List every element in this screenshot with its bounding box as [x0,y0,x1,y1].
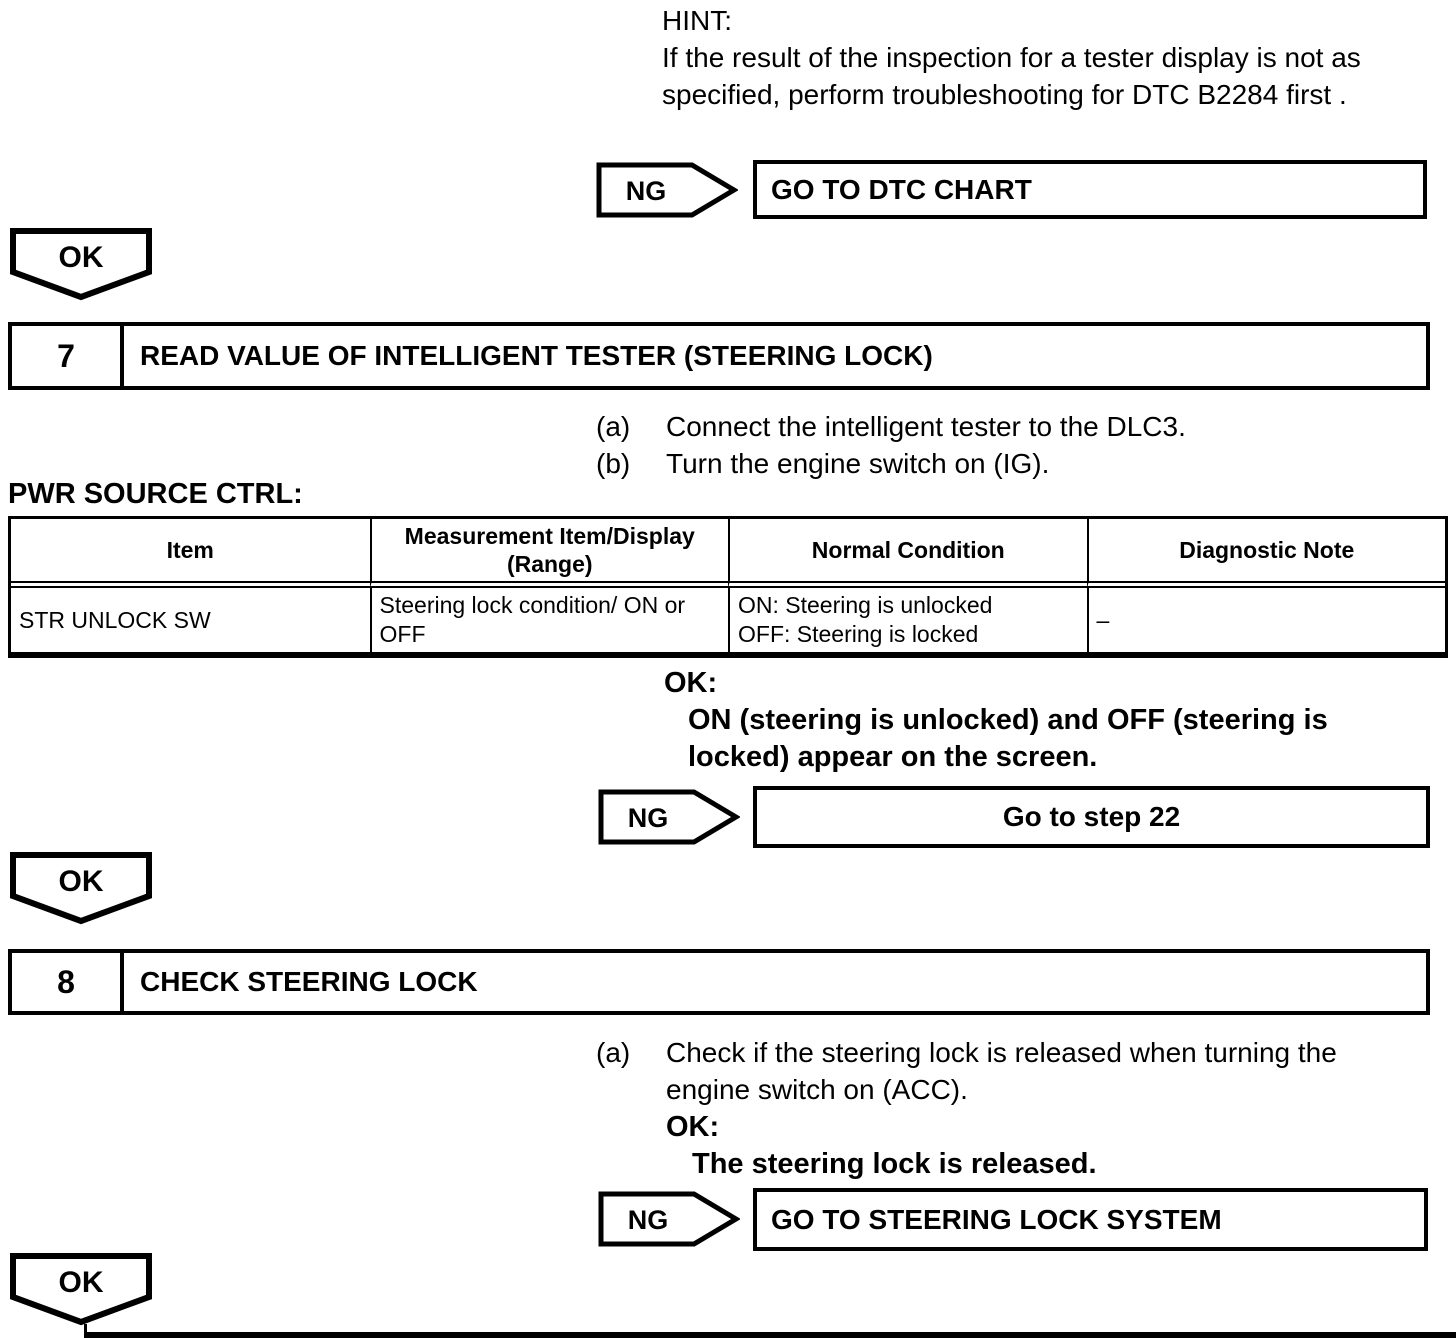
instruction-marker: (b) [596,448,631,479]
ok-pentagon-icon: OK [10,852,152,925]
ok-spec-line: locked) appear on the screen. [688,741,1098,773]
step-header-7: 7 READ VALUE OF INTELLIGENT TESTER (STEE… [8,322,1430,390]
instruction-marker: (a) [596,1037,631,1068]
hint-line-1: If the result of the inspection for a te… [662,42,1361,73]
ok-spec-label: OK: [664,667,718,699]
ng-arrow-icon: NG [598,789,740,845]
cell-normal-condition: ON: Steering is unlocked OFF: Steering i… [728,588,1087,652]
ok-spec-line: ON (steering is unlocked) and OFF (steer… [688,704,1328,736]
cell-measurement: Steering lock condition/ ON or OFF [369,588,729,652]
step-title: CHECK STEERING LOCK [140,966,478,997]
hint-line-2: specified, perform troubleshooting for D… [662,79,1347,110]
bottom-rule [84,1332,1456,1338]
decision-target-label: Go to step 22 [1002,801,1181,832]
col-header-item: Item [11,519,370,588]
ok-label: OK [59,1266,104,1299]
col-header-normal-condition: Normal Condition [728,519,1087,588]
col-header-measurement: Measurement Item/Display (Range) [369,519,728,588]
decision-target-box: Go to step 22 [753,786,1430,848]
ng-arrow-icon: NG [598,1191,740,1247]
instruction-text: Turn the engine switch on (IG). [666,448,1050,479]
decision-target-label: GO TO STEERING LOCK SYSTEM [771,1203,1222,1235]
ng-label: NG [628,1205,669,1235]
hint-title: HINT: [662,5,732,36]
decision-target-label: GO TO DTC CHART [771,173,1032,205]
instruction-text: engine switch on (ACC). [666,1074,968,1105]
instruction-marker: (a) [596,411,631,442]
ng-label: NG [626,176,667,206]
ok-spec-line: The steering lock is released. [692,1148,1097,1180]
instruction-text: Check if the steering lock is released w… [666,1037,1337,1068]
ok-spec-label: OK: [666,1111,720,1143]
cell-diagnostic-note: – [1086,588,1446,652]
instruction-text: Connect the intelligent tester to the DL… [666,411,1186,442]
cell-item: STR UNLOCK SW [19,606,211,633]
ok-label: OK [59,865,104,898]
ok-pentagon-icon: OK [10,1253,152,1326]
table-row: STR UNLOCK SW Steering lock condition/ O… [11,588,1445,652]
step-title: READ VALUE OF INTELLIGENT TESTER (STEERI… [140,340,933,371]
ng-arrow-icon: NG [596,162,738,218]
col-header-diagnostic-note: Diagnostic Note [1086,519,1445,588]
decision-target-box: GO TO DTC CHART [753,160,1427,219]
ng-label: NG [628,803,669,833]
spec-table: Item Measurement Item/Display (Range) No… [8,516,1448,658]
step-header-8: 8 CHECK STEERING LOCK [8,949,1430,1015]
table-header-row: Item Measurement Item/Display (Range) No… [11,519,1445,588]
step-number: 8 [12,953,124,1011]
bottom-rule-cap [84,1324,87,1333]
ok-label: OK [59,241,104,274]
table-caption: PWR SOURCE CTRL: [8,478,303,510]
step-number: 7 [12,326,124,386]
ok-pentagon-icon: OK [10,228,152,301]
decision-target-box: GO TO STEERING LOCK SYSTEM [753,1188,1428,1251]
